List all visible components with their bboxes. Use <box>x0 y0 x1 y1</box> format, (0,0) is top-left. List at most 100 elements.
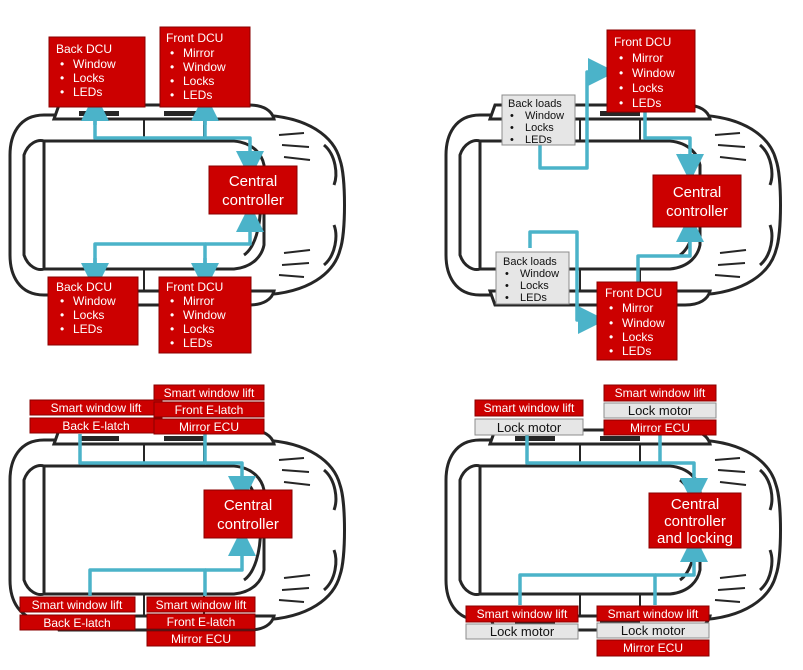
list-item: LEDs <box>73 322 102 336</box>
svg-text:Back DCU: Back DCU <box>56 280 112 294</box>
list-item: Window <box>183 308 226 322</box>
list-item: Window <box>73 294 116 308</box>
svg-text:•: • <box>170 308 174 322</box>
svg-text:•: • <box>505 280 509 292</box>
wire-top-q1 <box>93 113 207 140</box>
svg-text:Central: Central <box>229 173 277 190</box>
wire-top-q3 <box>78 434 207 465</box>
svg-text:•: • <box>505 292 509 304</box>
list-item: Locks <box>183 322 214 336</box>
wire-top-to-central-q4 <box>660 461 708 506</box>
svg-text:•: • <box>60 57 64 71</box>
svg-text:•: • <box>510 122 514 134</box>
svg-text:Back loads: Back loads <box>503 256 557 268</box>
wire-top-to-central-q3 <box>205 461 256 504</box>
list-item: Locks <box>622 330 653 344</box>
list-item: LEDs <box>622 344 651 358</box>
svg-text:and locking: and locking <box>657 530 733 547</box>
svg-text:•: • <box>609 301 613 315</box>
svg-text:controller: controller <box>666 203 728 220</box>
lock-motor-label: Lock motor <box>497 420 562 435</box>
list-item: Locks <box>525 122 554 134</box>
front-dcu-box-top-q1: Front DCU •Mirror •Window •Locks •LEDs <box>159 26 251 108</box>
quadrant-1: Back DCU •Window •Locks •LEDs Front DCU … <box>8 26 346 354</box>
front-dcu-title: Front DCU <box>166 31 223 45</box>
component-stack-bottom-right-q4: Smart window lift Lock motor Mirror ECU <box>596 605 710 657</box>
list-item: Locks <box>632 81 663 95</box>
list-item: LEDs <box>183 336 212 350</box>
svg-text:•: • <box>60 308 64 322</box>
mirror-ecu-label: Mirror ECU <box>179 420 239 434</box>
back-e-latch-label: Back E-latch <box>62 419 129 433</box>
svg-text:Front DCU: Front DCU <box>605 286 662 300</box>
list-item: LEDs <box>520 292 547 304</box>
wire-bottom-q2 <box>528 230 606 334</box>
smart-window-lift-label: Smart window lift <box>477 607 568 621</box>
front-e-latch-label: Front E-latch <box>175 403 244 417</box>
svg-text:•: • <box>60 71 64 85</box>
svg-text:•: • <box>619 96 623 110</box>
wire-bottom-q4 <box>518 573 657 605</box>
svg-text:•: • <box>619 81 623 95</box>
component-stack-bottom-left-q3: Smart window lift Back E-latch <box>19 596 136 631</box>
wire-bottom-to-central-q1 <box>205 204 264 246</box>
wire-bottom-q3 <box>88 568 207 596</box>
svg-text:controller: controller <box>217 516 279 533</box>
svg-text:controller: controller <box>222 192 284 209</box>
svg-text:•: • <box>609 330 613 344</box>
mirror-ecu-label: Mirror ECU <box>171 632 231 646</box>
svg-text:Front DCU: Front DCU <box>614 35 671 49</box>
component-stack-top-left-q3: Smart window lift Back E-latch <box>29 399 163 434</box>
component-stack-top-left-q4: Smart window lift Lock motor <box>474 399 584 436</box>
list-item: LEDs <box>632 96 661 110</box>
list-item: LEDs <box>525 134 552 146</box>
quadrant-3: Smart window lift Back E-latch Smart win… <box>8 384 346 647</box>
front-dcu-box-top-q2: Front DCU •Mirror •Window •Locks •LEDs <box>606 29 696 113</box>
list-item: Mirror <box>183 294 214 308</box>
quadrant-2: Front DCU • Mirror • Window • Locks • LEDs B… <box>444 29 782 361</box>
smart-window-lift-label: Smart window lift <box>51 401 142 415</box>
list-item: Window <box>520 268 559 280</box>
smart-window-lift-label: Smart window lift <box>608 607 699 621</box>
list-item: Window <box>632 66 675 80</box>
front-dcu-box-bottom-q2: Front DCU • Mirror • Window • Locks • LEDs <box>596 281 678 361</box>
svg-text:•: • <box>510 110 514 122</box>
smart-window-lift-label: Smart window lift <box>484 401 575 415</box>
svg-text:•: • <box>619 51 623 65</box>
central-controller-box-q4: Central controller and locking <box>648 492 742 549</box>
central-controller-box-q1: Central controller <box>208 165 298 215</box>
svg-text:controller: controller <box>664 513 726 530</box>
front-dcu-box-bottom-q1: Front DCU •Mirror •Window •Locks •LEDs <box>158 276 252 354</box>
list-item: LEDs <box>183 88 212 102</box>
back-dcu-box-top-q1: Back DCU •Window •Locks •LEDs <box>48 36 146 108</box>
svg-text:•: • <box>170 322 174 336</box>
svg-text:•: • <box>60 85 64 99</box>
central-controller-box-q3: Central controller <box>203 489 293 539</box>
svg-text:Front DCU: Front DCU <box>166 280 223 294</box>
list-item: LEDs <box>73 85 102 99</box>
svg-text:•: • <box>609 344 613 358</box>
wire-top-to-central-q2 <box>643 112 704 182</box>
component-stack-bottom-left-q4: Smart window lift Lock motor <box>465 605 579 640</box>
list-item: Mirror <box>632 51 663 65</box>
svg-text:•: • <box>170 336 174 350</box>
component-stack-bottom-right-q3: Smart window lift Front E-latch Mirror E… <box>146 596 256 647</box>
wire-top-q4 <box>525 434 662 465</box>
list-item: Window <box>622 316 665 330</box>
svg-text:Back loads: Back loads <box>508 98 562 110</box>
front-e-latch-label: Front E-latch <box>167 615 236 629</box>
mirror-ecu-label: Mirror ECU <box>623 641 683 655</box>
wire-bottom-to-central-q2 <box>636 214 704 282</box>
svg-text:•: • <box>609 316 613 330</box>
svg-text:•: • <box>170 46 174 60</box>
list-item: Locks <box>520 280 549 292</box>
wire-top-q2 <box>538 58 616 170</box>
component-stack-top-right-q4: Smart window lift Lock motor Mirror ECU <box>603 384 717 436</box>
list-item: Mirror <box>622 301 653 315</box>
list-item: Locks <box>73 71 104 85</box>
lock-motor-label: Lock motor <box>490 624 555 639</box>
central-controller-box-q2: Central controller <box>652 174 742 228</box>
svg-text:•: • <box>60 294 64 308</box>
list-item: Window <box>183 60 226 74</box>
